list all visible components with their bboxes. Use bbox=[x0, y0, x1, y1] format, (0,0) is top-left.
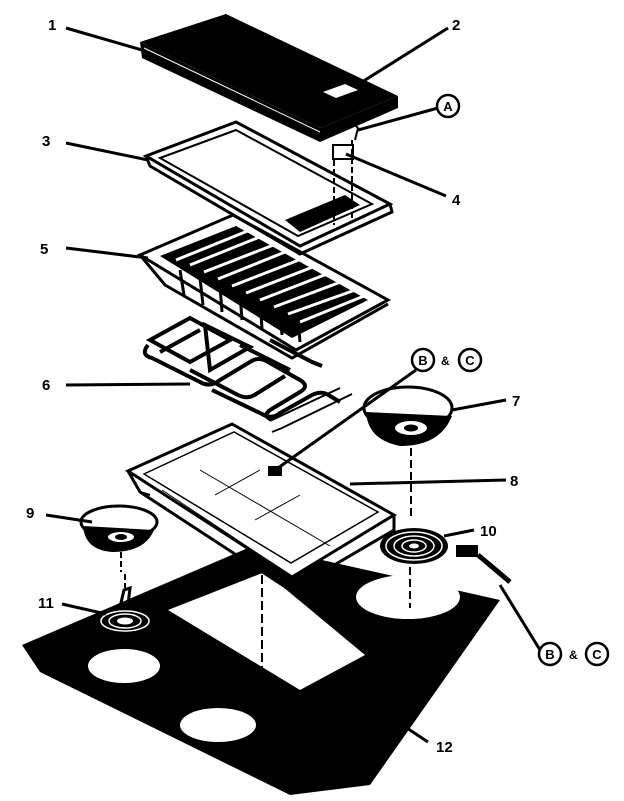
callout-10: 10 bbox=[480, 523, 497, 540]
handle-part bbox=[324, 76, 364, 89]
small-coil-element-part bbox=[95, 574, 155, 635]
cooktop-base-part bbox=[22, 545, 500, 795]
svg-text:B: B bbox=[545, 647, 554, 662]
callout-4: 4 bbox=[452, 192, 461, 209]
circle-callout-c-bottom: C bbox=[584, 641, 610, 667]
large-coil-element-part bbox=[380, 528, 512, 608]
circle-callout-b-bottom: B bbox=[537, 641, 563, 667]
circle-callout-a: A bbox=[435, 93, 461, 119]
circle-callout-b-top: B bbox=[410, 347, 436, 373]
circle-callout-c-top: C bbox=[457, 347, 483, 373]
svg-text:B: B bbox=[418, 353, 427, 368]
callout-5: 5 bbox=[40, 241, 48, 258]
ampersand-top: & bbox=[441, 354, 450, 368]
callout-3: 3 bbox=[42, 133, 50, 150]
leader-lines bbox=[45, 26, 542, 744]
callout-2: 2 bbox=[452, 17, 460, 34]
grill-heating-element-part bbox=[142, 315, 353, 433]
svg-text:C: C bbox=[465, 353, 475, 368]
grill-grate-part bbox=[136, 213, 392, 360]
callout-8: 8 bbox=[510, 473, 518, 490]
reflector-tray-part bbox=[124, 422, 397, 668]
large-drip-pan-part bbox=[362, 385, 454, 520]
callout-6: 6 bbox=[42, 377, 50, 394]
grill-pan-part bbox=[142, 120, 394, 256]
callout-labels: 1 2 3 4 5 6 7 8 9 10 11 12 bbox=[26, 17, 520, 756]
small-drip-pan-part bbox=[79, 504, 159, 572]
svg-text:C: C bbox=[592, 647, 602, 662]
circle-callouts: A B & C B & C bbox=[410, 93, 610, 667]
callout-12: 12 bbox=[436, 739, 453, 756]
ampersand-bottom: & bbox=[569, 648, 578, 662]
callout-7: 7 bbox=[512, 393, 520, 410]
grill-cover-part bbox=[140, 14, 398, 142]
callout-9: 9 bbox=[26, 505, 34, 522]
callout-1: 1 bbox=[48, 17, 56, 34]
svg-text:A: A bbox=[443, 99, 453, 114]
callout-11: 11 bbox=[38, 595, 54, 612]
